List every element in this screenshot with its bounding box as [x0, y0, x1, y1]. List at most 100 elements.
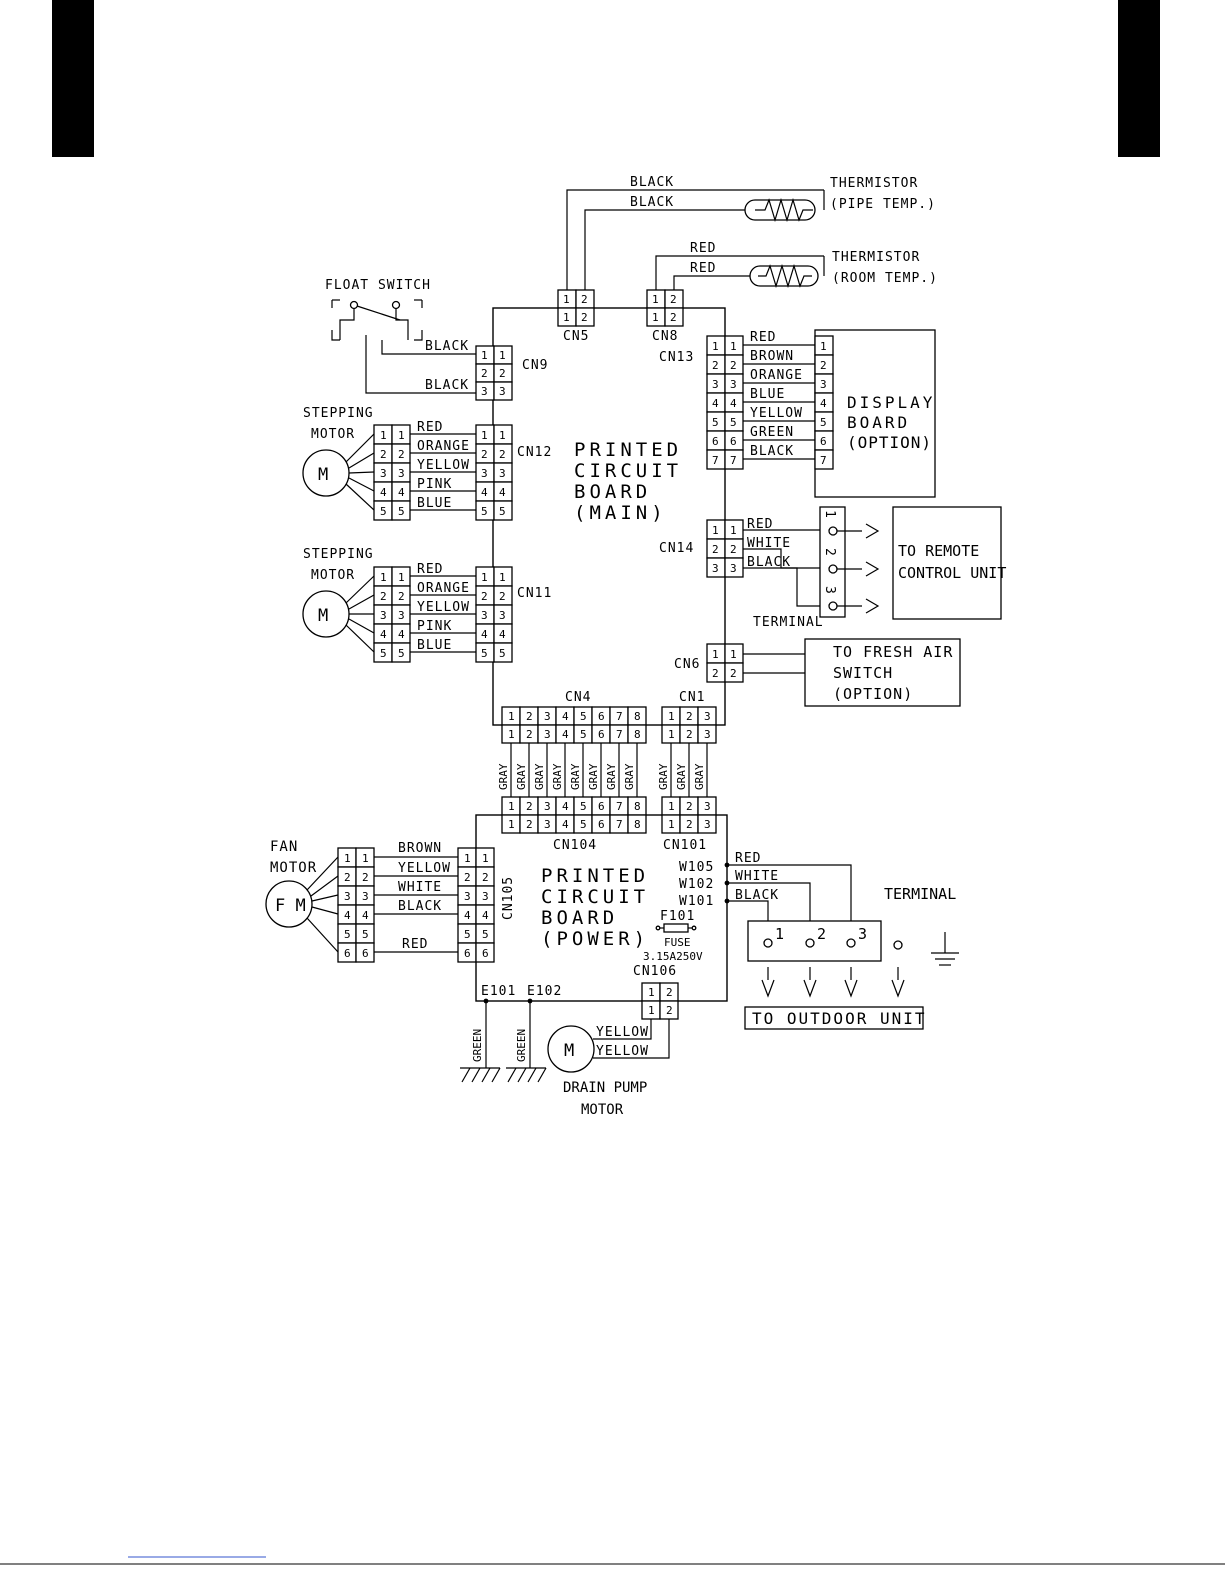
svg-text:BLACK: BLACK — [747, 555, 791, 570]
svg-text:BROWN: BROWN — [750, 349, 794, 364]
svg-text:E102: E102 — [527, 984, 562, 999]
svg-text:CONTROL UNIT: CONTROL UNIT — [898, 564, 1006, 582]
svg-text:8: 8 — [634, 818, 641, 831]
svg-text:3: 3 — [712, 562, 719, 575]
svg-text:STEPPING: STEPPING — [303, 406, 374, 421]
svg-text:GRAY: GRAY — [569, 763, 582, 790]
svg-text:TERMINAL: TERMINAL — [753, 615, 824, 630]
svg-text:6: 6 — [598, 710, 605, 723]
svg-text:1: 1 — [380, 571, 387, 584]
svg-text:1: 1 — [481, 429, 488, 442]
svg-text:2: 2 — [686, 800, 693, 813]
svg-text:5: 5 — [362, 928, 369, 941]
svg-text:1: 1 — [499, 571, 506, 584]
svg-text:STEPPING: STEPPING — [303, 547, 374, 562]
svg-text:GREEN: GREEN — [750, 425, 794, 440]
svg-text:2: 2 — [526, 800, 533, 813]
svg-text:1: 1 — [508, 710, 515, 723]
svg-text:BROWN: BROWN — [398, 841, 442, 856]
pcb-power-title: PRINTED CIRCUIT BOARD (POWER) — [541, 865, 649, 950]
svg-text:CN101: CN101 — [663, 838, 707, 853]
svg-text:PRINTED: PRINTED — [541, 865, 649, 887]
svg-text:MOTOR: MOTOR — [581, 1102, 624, 1118]
svg-text:CN13: CN13 — [659, 350, 694, 365]
svg-text:3: 3 — [822, 586, 837, 595]
svg-text:WHITE: WHITE — [735, 869, 779, 884]
svg-text:3: 3 — [464, 890, 471, 903]
svg-text:YELLOW: YELLOW — [398, 861, 451, 876]
wire-label: BLACK — [425, 339, 469, 354]
thermistor-pipe-title: THERMISTOR — [830, 176, 918, 191]
svg-text:GREEN: GREEN — [471, 1029, 484, 1062]
svg-text:MOTOR: MOTOR — [311, 568, 355, 583]
svg-text:CN105: CN105 — [501, 876, 516, 920]
svg-text:8: 8 — [634, 800, 641, 813]
svg-text:CN5: CN5 — [563, 329, 589, 344]
svg-text:5: 5 — [580, 818, 587, 831]
svg-text:2: 2 — [581, 311, 588, 324]
svg-text:1: 1 — [822, 510, 837, 519]
svg-text:7: 7 — [730, 454, 737, 467]
svg-text:2: 2 — [712, 359, 719, 372]
svg-text:2: 2 — [499, 367, 506, 380]
svg-text:1: 1 — [482, 852, 489, 865]
svg-text:3: 3 — [704, 710, 711, 723]
svg-text:RED: RED — [750, 330, 776, 345]
svg-text:2: 2 — [481, 448, 488, 461]
svg-text:2: 2 — [481, 367, 488, 380]
svg-text:5: 5 — [344, 928, 351, 941]
svg-text:1: 1 — [380, 429, 387, 442]
svg-text:CN1: CN1 — [679, 690, 705, 705]
wire-label: RED — [690, 241, 716, 256]
svg-text:BLACK: BLACK — [735, 888, 779, 903]
svg-text:3: 3 — [544, 710, 551, 723]
svg-text:WHITE: WHITE — [398, 880, 442, 895]
svg-text:6: 6 — [598, 800, 605, 813]
svg-text:2: 2 — [686, 728, 693, 741]
svg-text:2: 2 — [482, 871, 489, 884]
svg-text:3: 3 — [398, 467, 405, 480]
svg-text:2: 2 — [398, 448, 405, 461]
svg-text:2: 2 — [398, 590, 405, 603]
svg-text:1: 1 — [481, 349, 488, 362]
svg-text:2: 2 — [526, 818, 533, 831]
drain-pump-motor: M YELLOW YELLOW DRAIN PUMP MOTOR — [547, 1019, 670, 1118]
svg-text:2: 2 — [526, 728, 533, 741]
svg-text:4: 4 — [481, 628, 488, 641]
svg-text:4: 4 — [712, 397, 719, 410]
svg-text:CN12: CN12 — [517, 445, 552, 460]
svg-text:BLACK: BLACK — [398, 899, 442, 914]
svg-text:3: 3 — [362, 890, 369, 903]
svg-text:3: 3 — [704, 818, 711, 831]
svg-text:DISPLAY: DISPLAY — [847, 393, 935, 412]
svg-text:2: 2 — [499, 448, 506, 461]
svg-text:M: M — [564, 1041, 574, 1061]
pcb-main-title: PRINTED CIRCUIT BOARD (MAIN) — [574, 439, 678, 524]
display-board: RED BROWN ORANGE BLUE YELLOW GREEN BLACK… — [743, 329, 936, 498]
wire-label: BLACK — [630, 175, 674, 190]
svg-text:3: 3 — [482, 890, 489, 903]
svg-text:3: 3 — [481, 609, 488, 622]
svg-text:3: 3 — [544, 728, 551, 741]
svg-text:2: 2 — [481, 590, 488, 603]
svg-text:1: 1 — [499, 429, 506, 442]
svg-text:3: 3 — [704, 728, 711, 741]
svg-text:M: M — [318, 606, 328, 626]
svg-text:1: 1 — [508, 728, 515, 741]
svg-text:5: 5 — [398, 505, 405, 518]
fresh-air-switch: TO FRESH AIR SWITCH (OPTION) — [804, 638, 961, 707]
svg-text:CN14: CN14 — [659, 541, 694, 556]
svg-text:W101: W101 — [679, 894, 714, 909]
svg-text:7: 7 — [616, 800, 623, 813]
svg-text:3: 3 — [380, 467, 387, 480]
svg-text:1: 1 — [508, 818, 515, 831]
svg-text:GRAY: GRAY — [693, 763, 706, 790]
svg-text:4: 4 — [482, 909, 489, 922]
svg-text:CN4: CN4 — [565, 690, 591, 705]
svg-text:3: 3 — [499, 609, 506, 622]
